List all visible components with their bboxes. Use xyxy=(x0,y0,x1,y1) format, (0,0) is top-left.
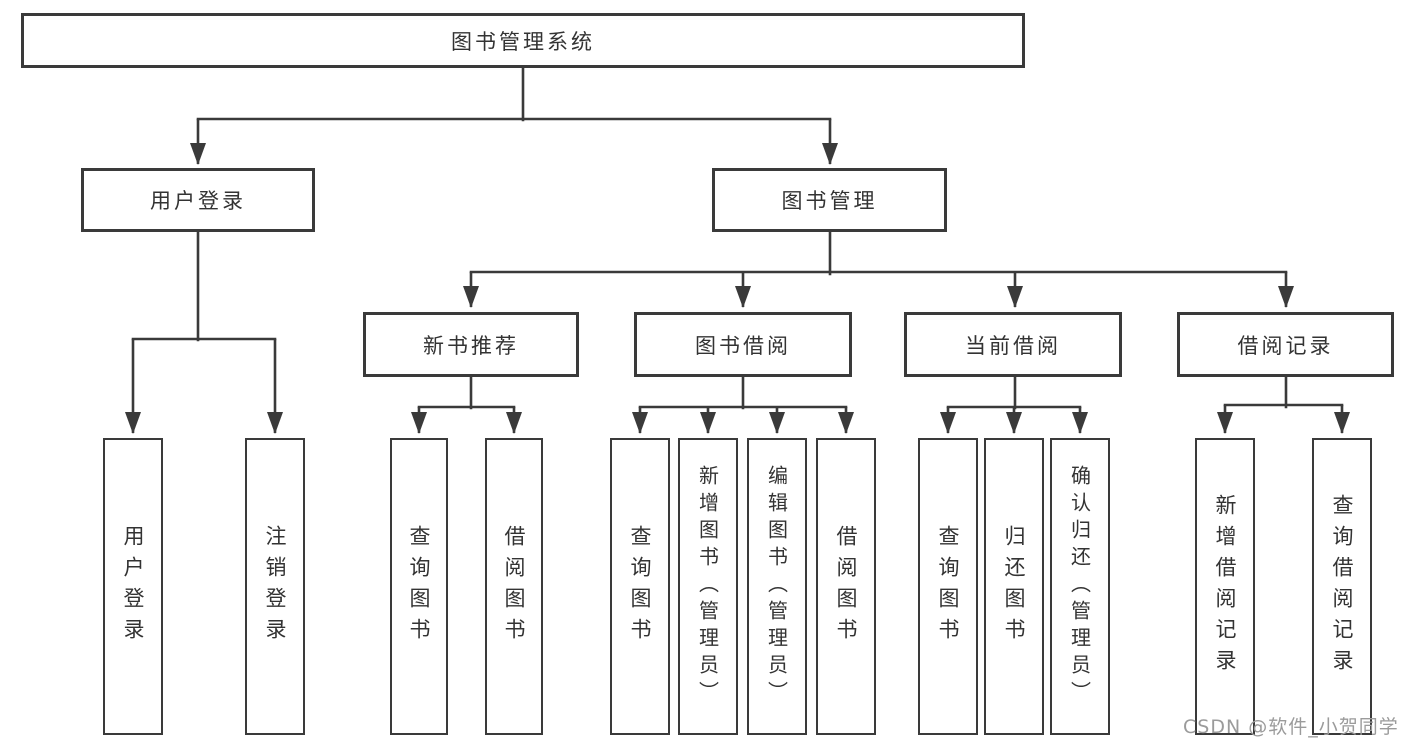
leaf-logout: 注销登录 xyxy=(245,438,305,735)
leaf-query-books-1: 查询图书 xyxy=(390,438,448,735)
node-new-book-recommend: 新书推荐 xyxy=(363,312,579,377)
leaf-borrow-books-2: 借阅图书 xyxy=(816,438,876,735)
leaf-query-borrow-record: 查询借阅记录 xyxy=(1312,438,1372,735)
leaf-user-login: 用户登录 xyxy=(103,438,163,735)
leaf-add-book-admin: 新增图书（管理员） xyxy=(678,438,738,735)
leaf-confirm-return-admin: 确认归还（管理员） xyxy=(1050,438,1110,735)
leaf-query-books-3: 查询图书 xyxy=(918,438,978,735)
node-user-login: 用户登录 xyxy=(81,168,315,232)
leaf-borrow-books-1: 借阅图书 xyxy=(485,438,543,735)
node-library-management-system: 图书管理系统 xyxy=(21,13,1025,68)
leaf-add-borrow-record: 新增借阅记录 xyxy=(1195,438,1255,735)
leaf-edit-book-admin: 编辑图书（管理员） xyxy=(747,438,807,735)
node-borrow-records: 借阅记录 xyxy=(1177,312,1394,377)
csdn-watermark: CSDN @软件_小贺同学 xyxy=(1183,716,1399,738)
node-book-management: 图书管理 xyxy=(712,168,947,232)
node-current-borrowing: 当前借阅 xyxy=(904,312,1122,377)
leaf-return-books: 归还图书 xyxy=(984,438,1044,735)
connector-trunks xyxy=(131,65,1344,410)
leaf-query-books-2: 查询图书 xyxy=(610,438,670,735)
node-book-borrowing: 图书借阅 xyxy=(634,312,852,377)
